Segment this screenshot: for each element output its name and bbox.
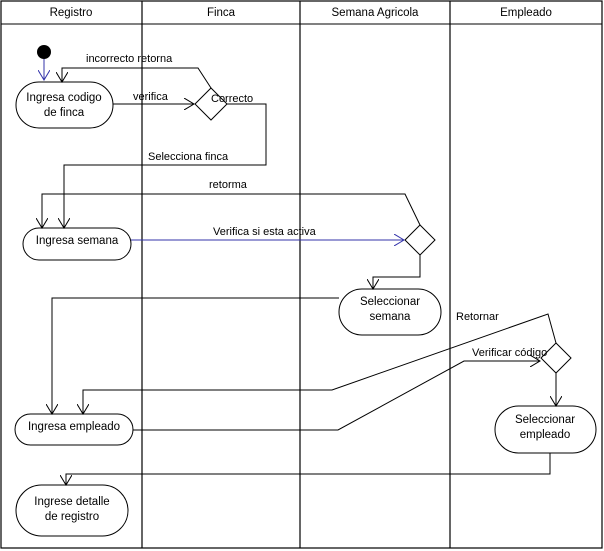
activity-seleccionar-semana: Seleccionar semana — [338, 288, 442, 336]
activity-label-line: Ingrese detalle — [34, 496, 109, 508]
activity-label-line: Seleccionar — [515, 414, 575, 426]
activity-label-line: Ingresa empleado — [28, 421, 120, 433]
flow-label-incorrecto-retorna: incorrecto retorna — [86, 53, 173, 65]
flow-correcto-selecciona-finca — [64, 103, 267, 228]
decision-empleado — [540, 342, 572, 374]
flow-label-selecciona-finca: Selecciona finca — [148, 151, 229, 163]
flow-label-correcto: Correcto — [211, 93, 253, 105]
flow-retornar — [83, 313, 557, 414]
lane-title-empleado: Empleado — [500, 7, 552, 19]
flow-verificar-codigo — [133, 361, 540, 431]
activity-ingresa-empleado: Ingresa empleado — [14, 413, 134, 446]
flow-semana-to-empleado — [52, 297, 339, 414]
activity-label-line: empleado — [520, 429, 571, 441]
flow-label-verifica: verifica — [133, 91, 169, 103]
flow-incorrecto-retorna — [62, 67, 212, 89]
activity-label-line: de registro — [45, 511, 99, 523]
activity-ingresa-semana: Ingresa semana — [22, 227, 132, 261]
lane-title-registro: Registro — [50, 7, 93, 19]
flow-label-verifica-si-esta-activa: Verifica si esta activa — [213, 226, 317, 238]
activity-label-line: semana — [370, 311, 412, 323]
lane-title-finca: Finca — [207, 7, 236, 19]
lane-title-semana-agricola: Semana Agricola — [332, 7, 420, 19]
decision-semana — [404, 224, 436, 256]
activity-label-line: Seleccionar — [360, 296, 420, 308]
activity-label-line: de finca — [44, 107, 85, 119]
activity-seleccionar-empleado: Seleccionar empleado — [494, 405, 597, 454]
flow-semana-correcta — [373, 255, 421, 289]
activity-label-line: Ingresa codigo — [26, 92, 101, 104]
flow-label-retorma: retorma — [209, 179, 248, 191]
activity-ingrese-detalle: Ingrese detalle de registro — [15, 484, 129, 537]
initial-node — [37, 45, 51, 59]
activity-label-line: Ingresa semana — [36, 235, 119, 247]
flow-to-ingrese-detalle — [66, 453, 551, 485]
flow-label-verificar-codigo: Verificar código — [472, 347, 547, 359]
flow-label-retornar: Retornar — [456, 311, 499, 323]
activity-ingresa-codigo: Ingresa codigo de finca — [15, 81, 114, 129]
flow-retorma — [42, 193, 421, 228]
